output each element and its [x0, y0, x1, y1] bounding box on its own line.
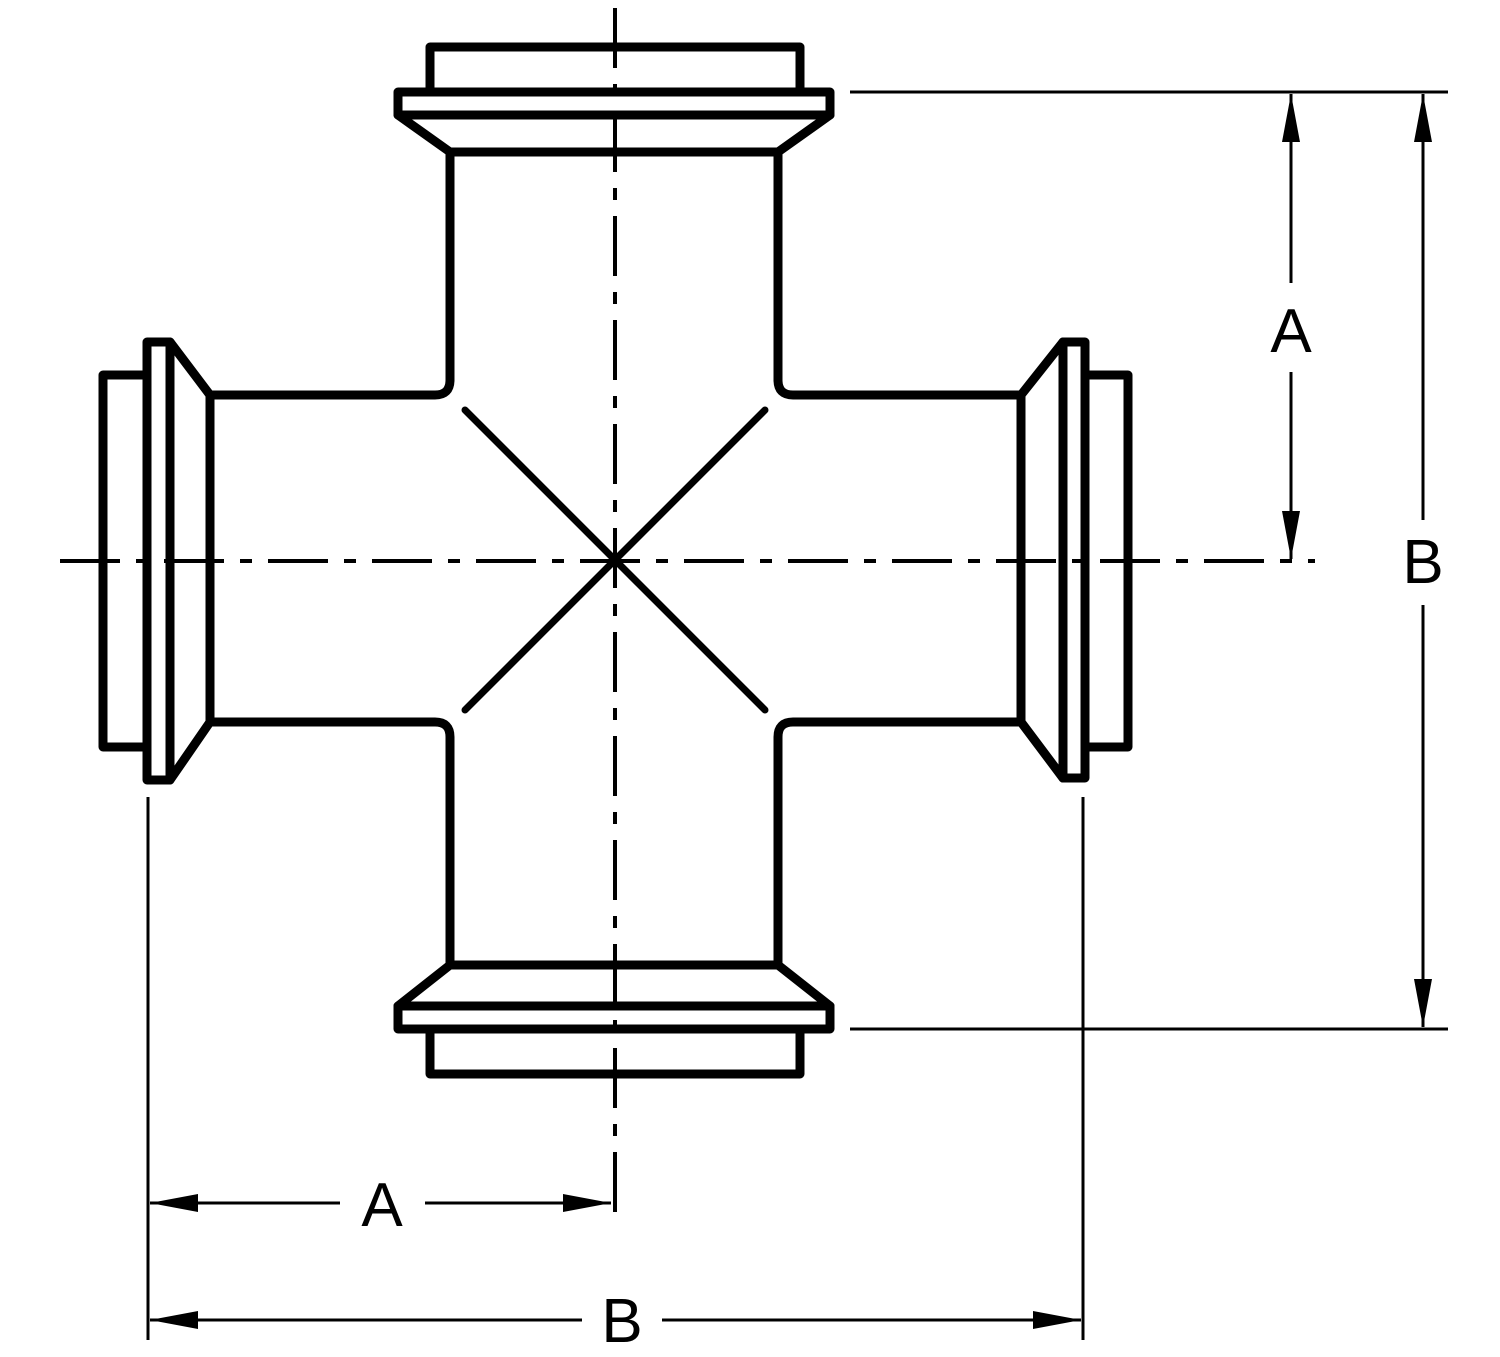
dimension-b-horizontal: B — [150, 1287, 1081, 1356]
dimension-a-vertical: A — [1270, 94, 1312, 559]
dimension-a-horizontal-label: A — [361, 1171, 403, 1240]
dimension-b-vertical: B — [1402, 94, 1444, 1027]
right-ferrule — [1016, 337, 1133, 783]
bottom-ferrule — [393, 960, 835, 1079]
dimension-b-horizontal-label: B — [601, 1287, 642, 1356]
diagonal-line-2 — [461, 406, 769, 714]
top-ferrule — [393, 42, 835, 157]
dimension-a-vertical-label: A — [1270, 297, 1312, 366]
left-ferrule — [98, 337, 215, 785]
dimension-b-vertical-label: B — [1402, 528, 1443, 597]
dimension-a-horizontal: A — [150, 1171, 611, 1240]
